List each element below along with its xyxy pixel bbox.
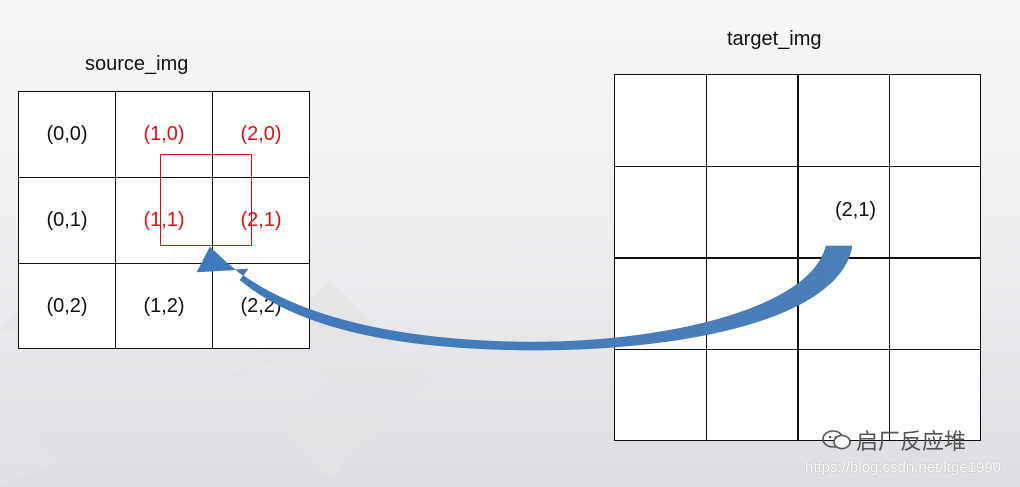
target-cell (889, 166, 981, 259)
target-cell (889, 349, 981, 441)
target-cell (706, 166, 799, 259)
target-title: target_img (727, 28, 822, 50)
sampling-window (160, 154, 252, 246)
watermark-url: https://blog.csdn.net/ltge1990 (805, 459, 1001, 476)
target-cell (706, 349, 799, 441)
target-cell-label: (2,1) (834, 199, 877, 221)
source-title: source_img (85, 53, 189, 75)
wechat-icon (822, 430, 851, 450)
source-grid: (0,0) (1,0) (2,0) (0,1) (1,1) (2,1) (0,2… (18, 91, 310, 349)
watermark-text: 启厂反应堆 (856, 429, 967, 454)
target-grid: (2,1) (614, 74, 981, 441)
watermark-brand: 启厂反应堆 (822, 424, 966, 456)
